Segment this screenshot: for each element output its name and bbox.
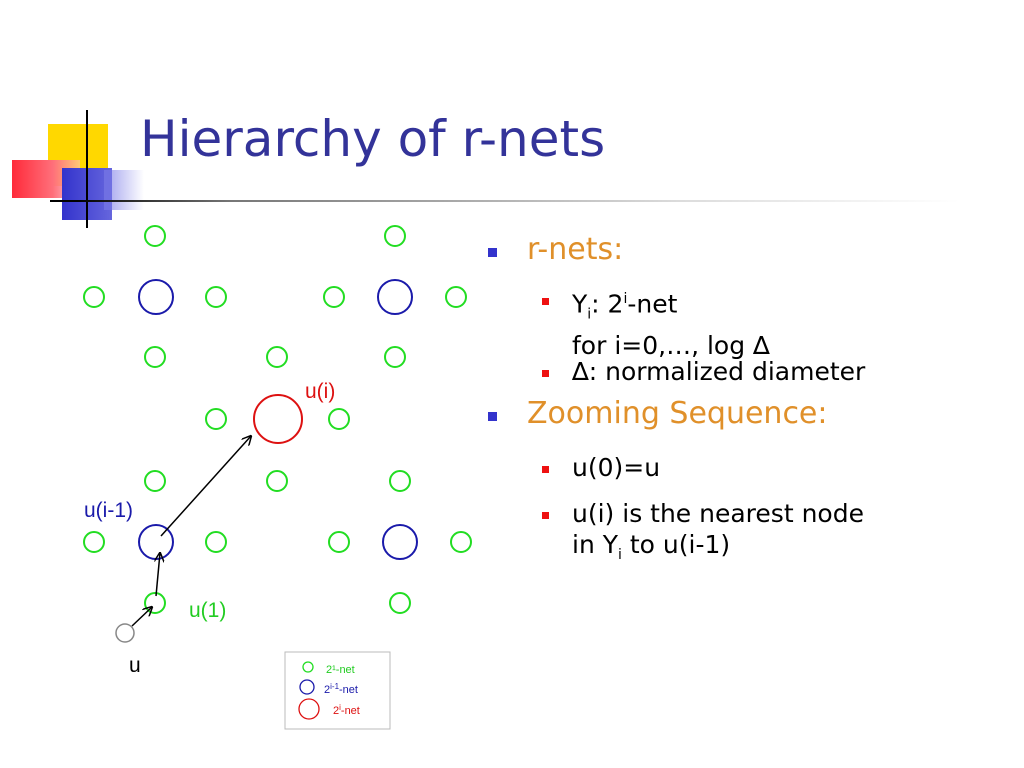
- bullet-square-icon: [488, 248, 497, 257]
- arrow-ui-1-to-ui: [160, 436, 251, 537]
- decor-vertical-line: [86, 110, 88, 228]
- start-node-u: [115, 623, 135, 643]
- bullet-square-icon: [542, 298, 549, 305]
- green-nodes: [83, 225, 472, 614]
- sub-bullet-u0: u(0)=u: [488, 452, 1008, 498]
- blue-nodes: [138, 279, 418, 560]
- green-node: [389, 592, 411, 614]
- bullet-square-icon: [542, 512, 549, 519]
- red-node: [253, 394, 303, 444]
- legend-red-label: 2i-net: [333, 703, 360, 717]
- green-node: [328, 408, 350, 430]
- blue-node: [382, 524, 418, 560]
- label-u-i-minus-1: u(i-1): [84, 499, 133, 522]
- green-node: [384, 346, 406, 368]
- green-node: [144, 470, 166, 492]
- legend-green-label: 2¹-net: [326, 664, 355, 676]
- legend: 2¹-net 2i-1-net 2i-net: [284, 651, 391, 730]
- arrow-u1-to-ui-1: [156, 553, 160, 597]
- green-node: [389, 470, 411, 492]
- green-node: [266, 346, 288, 368]
- green-node: [384, 225, 406, 247]
- green-node: [323, 286, 345, 308]
- rnet-diagram: u(i) u(i-1) u(1) u 2¹-net 2i-1-net 2i-ne…: [83, 225, 472, 730]
- sub-bullet-diameter: ∆: normalized diameter: [488, 356, 1008, 396]
- title-underline: [50, 200, 960, 202]
- sub-bullet-text: ∆: normalized diameter: [572, 357, 866, 386]
- bullet-square-icon: [488, 412, 497, 421]
- blue-node: [377, 279, 413, 315]
- decor-blue-fade: [104, 170, 144, 210]
- bullet-square-icon: [542, 370, 549, 377]
- green-node: [144, 346, 166, 368]
- green-node: [205, 531, 227, 553]
- green-node: [83, 286, 105, 308]
- label-u-i: u(i): [305, 380, 335, 403]
- green-node: [205, 408, 227, 430]
- bullet-r-nets: r-nets:: [488, 232, 1008, 284]
- green-node: [144, 225, 166, 247]
- green-node: [83, 531, 105, 553]
- arrow-u-to-u1: [131, 607, 152, 627]
- blue-node: [138, 524, 174, 560]
- green-node: [266, 470, 288, 492]
- legend-red-icon: [298, 698, 320, 720]
- label-u: u: [129, 654, 141, 677]
- slide-title: Hierarchy of r-nets: [140, 110, 606, 168]
- legend-green-icon: [302, 661, 314, 673]
- bullet-zooming-sequence: Zooming Sequence:: [488, 396, 1008, 452]
- legend-blue-icon: [299, 679, 315, 695]
- blue-node: [138, 279, 174, 315]
- bullet-text: Zooming Sequence:: [527, 396, 828, 431]
- bullet-text: r-nets:: [527, 232, 624, 267]
- green-node: [144, 592, 166, 614]
- green-node: [328, 531, 350, 553]
- bullet-square-icon: [542, 466, 549, 473]
- sub-bullet-text: u(0)=u: [572, 453, 661, 482]
- label-u-1: u(1): [189, 599, 226, 622]
- green-node: [450, 531, 472, 553]
- legend-blue-label: 2i-1-net: [324, 682, 358, 696]
- green-node: [445, 286, 467, 308]
- green-node: [205, 286, 227, 308]
